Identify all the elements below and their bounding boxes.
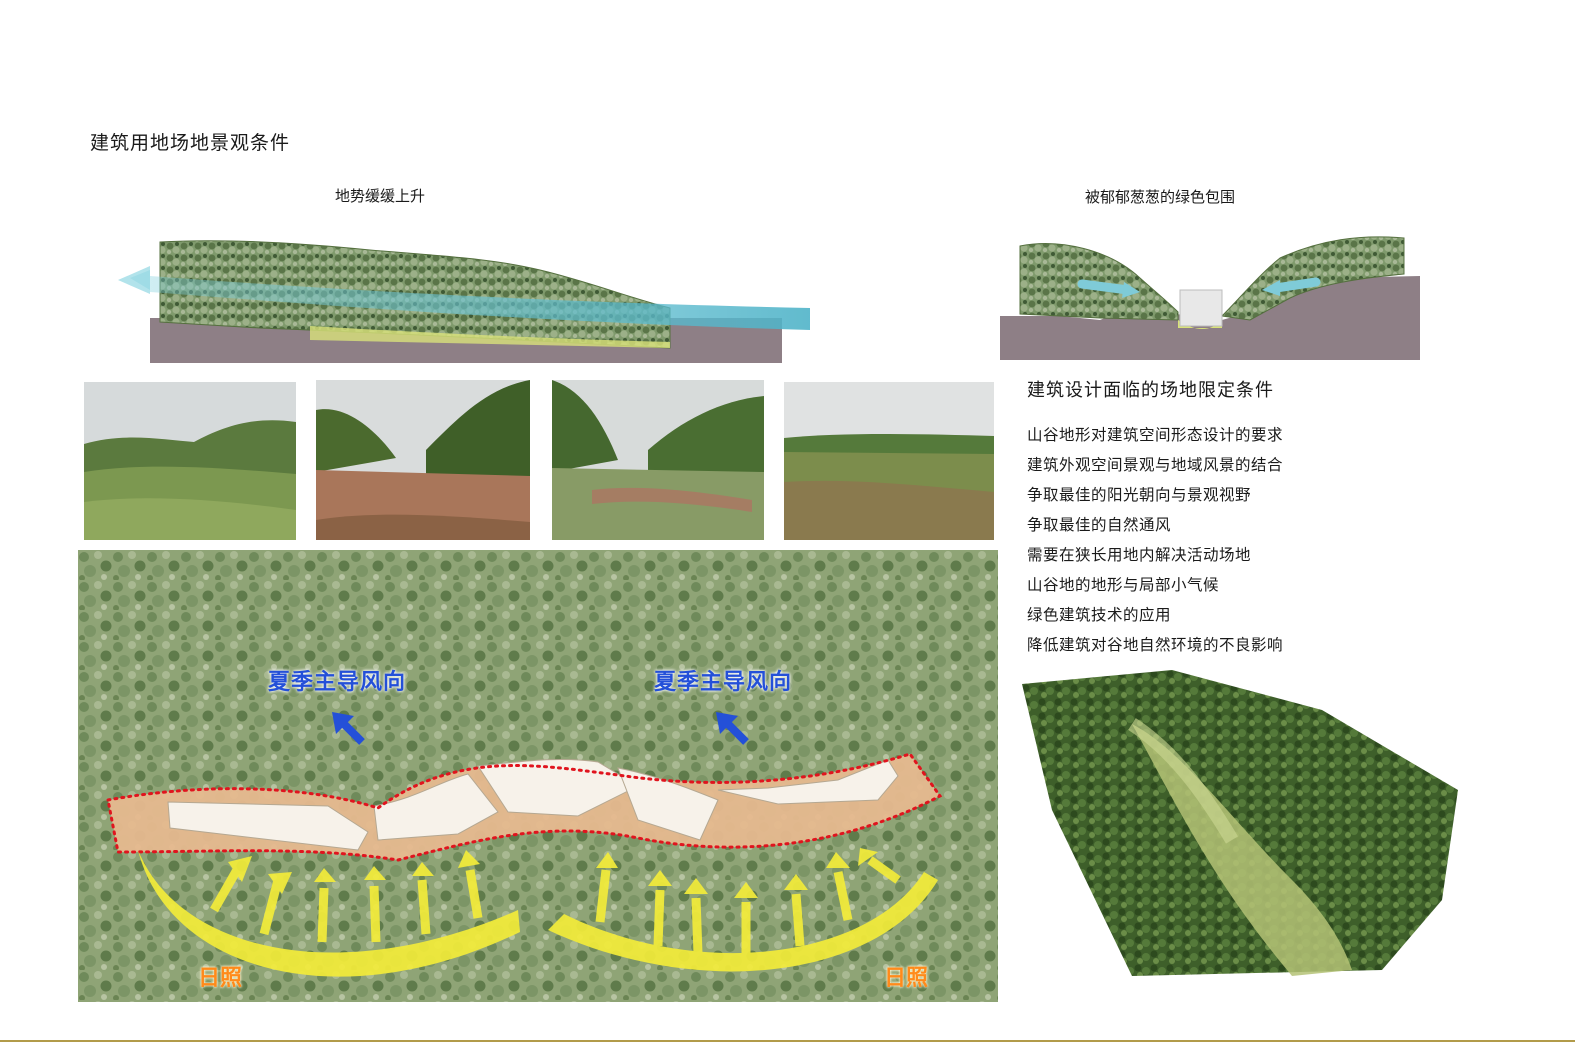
- valley-section-caption: 被郁郁葱葱的绿色包围: [1084, 188, 1235, 206]
- constraint-item: 建筑外观空间景观与地域风景的结合: [1027, 456, 1284, 474]
- constraints-list: 山谷地形对建筑空间形态设计的要求 建筑外观空间景观与地域风景的结合 争取最佳的阳…: [1027, 424, 1283, 664]
- footer-rule: [0, 1040, 1575, 1042]
- constraints-title: 建筑设计面临的场地限定条件: [1027, 380, 1274, 401]
- sun-arrow-icon: [138, 848, 938, 977]
- wind-arrow-icon: [1122, 282, 1140, 298]
- site-photo-2: [316, 380, 530, 540]
- valley-section-diagram: [1000, 228, 1430, 368]
- constraint-item: 降低建筑对谷地自然环境的不良影响: [1027, 636, 1284, 654]
- sunlight-label-2: 日照: [884, 966, 929, 991]
- wind-direction-label-2: 夏季主导风向: [654, 670, 793, 695]
- constraint-item: 绿色建筑技术的应用: [1027, 606, 1172, 624]
- constraint-item: 争取最佳的自然通风: [1027, 516, 1172, 534]
- constraint-item: 需要在狭长用地内解决活动场地: [1027, 546, 1252, 564]
- sunlight-label-1: 日照: [198, 966, 243, 991]
- site-photo-3: [552, 380, 764, 540]
- valley-3d-model: [1022, 670, 1462, 980]
- page-title: 建筑用地场地景观条件: [90, 132, 291, 154]
- constraint-item: 山谷地形对建筑空间形态设计的要求: [1027, 426, 1284, 444]
- wind-direction-label-1: 夏季主导风向: [268, 670, 407, 695]
- building-block: [1179, 289, 1223, 327]
- wind-arrow-icon: [716, 712, 749, 745]
- wind-arrow-icon: [1262, 280, 1280, 296]
- terrain-section-caption: 地势缓缓上升: [334, 187, 425, 205]
- constraint-item: 山谷地的地形与局部小气候: [1027, 576, 1220, 594]
- wind-arrow-icon: [332, 712, 365, 745]
- site-boundary: [106, 752, 943, 862]
- site-plan: 夏季主导风向 夏季主导风向 日照 日照: [78, 550, 998, 1002]
- wind-arrow-icon: [118, 266, 150, 294]
- site-photo-1: [84, 382, 296, 540]
- site-photo-4: [784, 382, 994, 540]
- terrain-section-diagram: [110, 230, 830, 370]
- constraint-item: 争取最佳的阳光朝向与景观视野: [1027, 486, 1252, 504]
